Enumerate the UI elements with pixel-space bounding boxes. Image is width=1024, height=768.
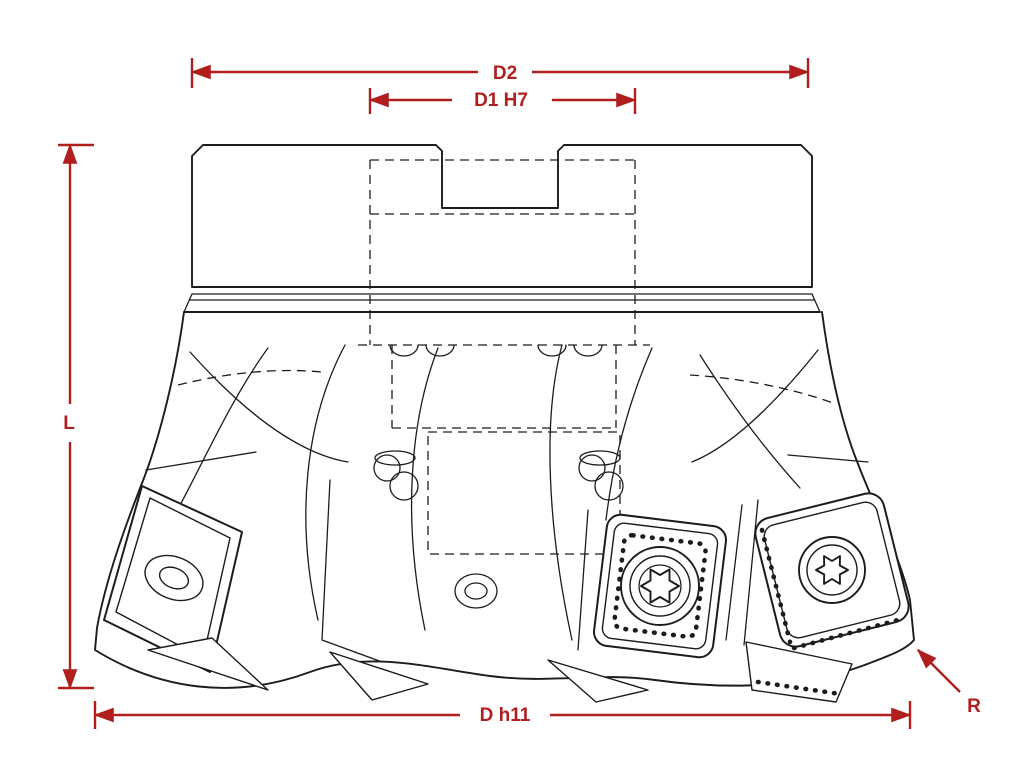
dimensions: D2 D1 H7 L D h11 R — [58, 58, 981, 729]
scallop-arc — [389, 344, 419, 357]
insert-left-outline — [103, 485, 243, 673]
pocket-wall — [321, 479, 383, 663]
insert-center-outline — [593, 513, 727, 659]
insert-right-clamp — [745, 641, 853, 703]
insert-right — [745, 492, 910, 703]
body-ring-left — [145, 451, 257, 471]
screw-head-outer — [798, 536, 866, 604]
flute-line — [189, 351, 349, 463]
insert-center-chipbreaker-dots — [612, 532, 708, 640]
dimension-d2-label: D2 — [493, 63, 517, 84]
flange-chamfer-left — [183, 293, 193, 313]
boss-hole — [578, 454, 606, 482]
insert-right-outline — [754, 492, 910, 648]
hidden-diagonal-right — [689, 374, 837, 405]
flute-line — [691, 349, 819, 463]
arbor-block — [183, 144, 821, 345]
dimension-d1h7-label: D1 H7 — [474, 90, 528, 111]
flute-line — [605, 347, 653, 521]
torx-screw-icon — [620, 546, 700, 626]
flute-line — [410, 347, 439, 631]
dimension-dh11-label: D h11 — [480, 705, 531, 726]
scallop-arc — [537, 344, 567, 357]
insert-right-bottom-dots — [791, 617, 901, 651]
body-ring-right — [787, 454, 869, 463]
boss-hole — [389, 471, 419, 501]
screw-head-seat — [638, 564, 682, 608]
hidden-pocket-lines — [177, 344, 837, 555]
scallop-arc — [573, 344, 603, 357]
clamp-wedge — [329, 651, 429, 701]
screw-head-outer — [620, 546, 700, 626]
dimension-l-label: L — [63, 413, 75, 434]
flute-line — [171, 347, 269, 521]
dimension-dh11: D h11 — [93, 701, 912, 729]
dimension-d2: D2 — [190, 58, 810, 88]
pocket-screw-hole-inner — [464, 582, 488, 600]
leader-line — [916, 648, 961, 693]
dimension-d1h7: D1 H7 — [368, 88, 637, 114]
boss-cap — [374, 450, 416, 466]
boss-cap — [579, 450, 621, 466]
dimension-l: L — [58, 143, 94, 690]
screw-bosses — [373, 450, 624, 609]
flute-line — [549, 344, 573, 641]
insert-left-shim-tip — [147, 637, 269, 691]
insert-left-hole — [144, 554, 204, 602]
insert-center-inner — [601, 522, 719, 650]
boss-hole — [594, 471, 624, 501]
bottom-clamps — [329, 651, 649, 703]
pocket-wall — [725, 504, 743, 641]
flute-curves — [145, 344, 869, 663]
screw-head-mid — [629, 555, 691, 617]
insert-left — [103, 485, 269, 691]
pocket-screw-hole — [454, 573, 498, 609]
screw-head-mid — [806, 544, 858, 596]
cutter-geometry — [94, 144, 915, 703]
pocket-wall — [577, 509, 589, 651]
radius-callout-r: R — [916, 648, 981, 717]
torx-star — [640, 568, 680, 604]
scallop-arc — [425, 344, 455, 357]
insert-left-hole-inner — [158, 566, 190, 590]
flange-chamfer-right — [811, 293, 821, 313]
band-scallops — [389, 344, 603, 357]
flute-line — [305, 344, 346, 621]
flute-line — [699, 354, 801, 489]
boss-hole — [373, 454, 401, 482]
clamp-wedge — [547, 659, 649, 703]
insert-right-clamp-dots — [755, 679, 843, 697]
hidden-diagonal-left — [177, 369, 323, 386]
insert-center — [593, 513, 727, 659]
insert-right-edge-dots — [759, 527, 793, 645]
arbor-outline — [191, 144, 813, 288]
torx-screw-icon — [798, 536, 866, 604]
pocket-wall — [743, 499, 759, 646]
torx-star — [815, 555, 849, 585]
radius-r-label: R — [967, 696, 981, 717]
hidden-pocket-rect — [427, 431, 621, 555]
